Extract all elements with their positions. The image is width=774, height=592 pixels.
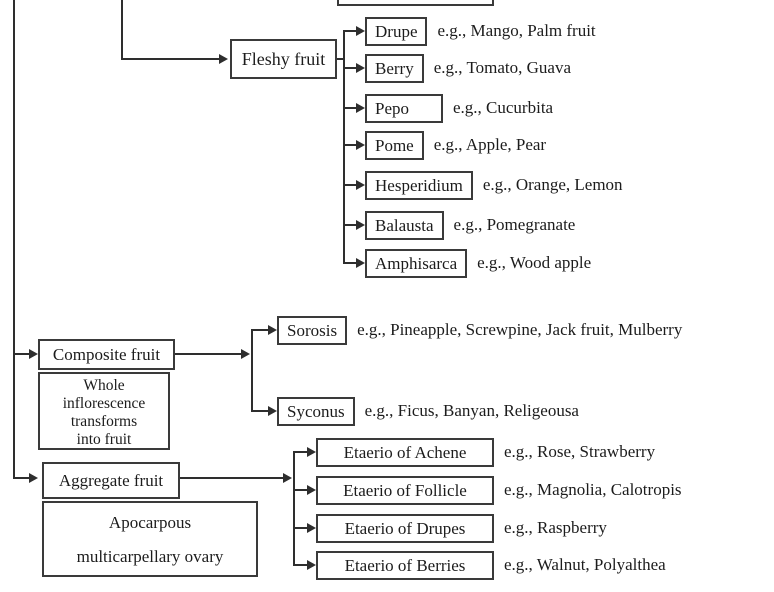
connector-line bbox=[293, 451, 307, 453]
node-syconus: Syconus bbox=[277, 396, 355, 426]
connector-line bbox=[251, 329, 268, 331]
arrow-right-icon bbox=[307, 485, 316, 495]
row-sorosis: Sorosis e.g., Pineapple, Screwpine, Jack… bbox=[251, 315, 682, 345]
row-syconus: Syconus e.g., Ficus, Banyan, Religeousa bbox=[251, 396, 579, 426]
arrow-right-icon bbox=[307, 447, 316, 457]
connector-line bbox=[293, 527, 307, 529]
examples-pome: e.g., Apple, Pear bbox=[433, 135, 547, 154]
composite-arrow-icon bbox=[29, 349, 38, 359]
row-etaerio-follicle: Etaerio of Follicle e.g., Magnolia, Calo… bbox=[293, 475, 682, 505]
composite-branch-arrow-icon bbox=[241, 349, 250, 359]
arrow-right-icon bbox=[356, 180, 365, 190]
row-drupe: Drupe e.g., Mango, Palm fruit bbox=[343, 16, 596, 46]
aggregate-branch-arrow-icon bbox=[283, 473, 292, 483]
node-etaerio-achene: Etaerio of Achene bbox=[316, 437, 494, 467]
fleshy-branch-stub bbox=[337, 58, 343, 60]
node-berry: Berry bbox=[365, 53, 424, 83]
fleshy-arrow-icon bbox=[219, 54, 228, 64]
connector-line bbox=[343, 144, 356, 146]
node-pome: Pome bbox=[365, 130, 424, 160]
composite-note-line: inflorescence bbox=[62, 395, 146, 412]
node-pepo: Pepo bbox=[365, 93, 443, 123]
row-etaerio-drupes: Etaerio of Drupes e.g., Raspberry bbox=[293, 513, 607, 543]
aggregate-arrow-shaft bbox=[13, 477, 30, 479]
row-amphisarca: Amphisarca e.g., Wood apple bbox=[343, 248, 591, 278]
examples-drupe: e.g., Mango, Palm fruit bbox=[437, 21, 596, 40]
trunk-line bbox=[13, 0, 15, 479]
composite-arrow-shaft bbox=[13, 353, 30, 355]
node-composite-fruit: Composite fruit bbox=[38, 339, 175, 370]
examples-hesperidium: e.g., Orange, Lemon bbox=[482, 175, 623, 194]
connector-line bbox=[343, 224, 356, 226]
arrow-right-icon bbox=[356, 220, 365, 230]
row-pepo: Pepo e.g., Cucurbita bbox=[343, 93, 553, 123]
aggregate-note-line: multicarpellary ovary bbox=[76, 547, 224, 566]
examples-etaerio-achene: e.g., Rose, Strawberry bbox=[504, 442, 656, 461]
aggregate-branch-line bbox=[293, 452, 295, 566]
examples-etaerio-follicle: e.g., Magnolia, Calotropis bbox=[504, 480, 682, 499]
examples-etaerio-drupes: e.g., Raspberry bbox=[504, 518, 607, 537]
node-balausta: Balausta bbox=[365, 210, 444, 240]
row-hesperidium: Hesperidium e.g., Orange, Lemon bbox=[343, 170, 623, 200]
composite-note-box: Whole inflorescence transforms into frui… bbox=[38, 372, 170, 450]
composite-branch-shaft bbox=[175, 353, 241, 355]
connector-line bbox=[343, 184, 356, 186]
examples-syconus: e.g., Ficus, Banyan, Religeousa bbox=[364, 401, 579, 420]
composite-note-line: into fruit bbox=[76, 431, 132, 448]
aggregate-note-line: Apocarpous bbox=[108, 513, 192, 532]
fleshy-arrow-shaft bbox=[121, 58, 219, 60]
fleshy-branch-line bbox=[343, 31, 345, 264]
row-etaerio-achene: Etaerio of Achene e.g., Rose, Strawberry bbox=[293, 437, 655, 467]
arrow-right-icon bbox=[356, 63, 365, 73]
composite-branch-line bbox=[251, 330, 253, 412]
aggregate-arrow-icon bbox=[29, 473, 38, 483]
node-etaerio-berries: Etaerio of Berries bbox=[316, 550, 494, 580]
row-etaerio-berries: Etaerio of Berries e.g., Walnut, Polyalt… bbox=[293, 550, 666, 580]
composite-note-line: Whole bbox=[83, 377, 125, 394]
arrow-right-icon bbox=[307, 560, 316, 570]
examples-sorosis: e.g., Pineapple, Screwpine, Jack fruit, … bbox=[357, 320, 683, 339]
arrow-right-icon bbox=[356, 258, 365, 268]
examples-amphisarca: e.g., Wood apple bbox=[477, 253, 592, 272]
aggregate-note-box: Apocarpous multicarpellary ovary bbox=[42, 501, 258, 577]
connector-line bbox=[293, 489, 307, 491]
connector-line bbox=[343, 107, 356, 109]
composite-fruit-label: Composite fruit bbox=[52, 344, 161, 364]
node-aggregate-fruit: Aggregate fruit bbox=[42, 462, 180, 499]
arrow-right-icon bbox=[268, 325, 277, 335]
connector-line bbox=[343, 67, 356, 69]
node-drupe: Drupe bbox=[365, 16, 428, 46]
arrow-right-icon bbox=[268, 406, 277, 416]
arrow-right-icon bbox=[307, 523, 316, 533]
aggregate-fruit-label: Aggregate fruit bbox=[58, 470, 164, 490]
connector-line bbox=[251, 410, 268, 412]
examples-etaerio-berries: e.g., Walnut, Polyalthea bbox=[504, 555, 666, 574]
node-sorosis: Sorosis bbox=[277, 315, 348, 345]
connector-line bbox=[343, 30, 356, 32]
row-berry: Berry e.g., Tomato, Guava bbox=[343, 53, 571, 83]
node-etaerio-follicle: Etaerio of Follicle bbox=[316, 475, 494, 505]
arrow-right-icon bbox=[356, 140, 365, 150]
arrow-right-icon bbox=[356, 103, 365, 113]
connector-line bbox=[343, 262, 356, 264]
row-pome: Pome e.g., Apple, Pear bbox=[343, 130, 546, 160]
fleshy-fruit-label: Fleshy fruit bbox=[241, 48, 326, 69]
fleshy-parent-line bbox=[121, 0, 123, 60]
aggregate-branch-shaft bbox=[180, 477, 283, 479]
node-etaerio-drupes: Etaerio of Drupes bbox=[316, 513, 494, 543]
node-amphisarca: Amphisarca bbox=[365, 248, 468, 278]
node-hesperidium: Hesperidium bbox=[365, 170, 473, 200]
examples-berry: e.g., Tomato, Guava bbox=[433, 58, 572, 77]
composite-note-line: transforms bbox=[70, 413, 138, 430]
truncated-top-box bbox=[337, 0, 494, 6]
examples-balausta: e.g., Pomegranate bbox=[453, 215, 576, 234]
row-balausta: Balausta e.g., Pomegranate bbox=[343, 210, 575, 240]
arrow-right-icon bbox=[356, 26, 365, 36]
examples-pepo: e.g., Cucurbita bbox=[453, 98, 554, 117]
node-fleshy-fruit: Fleshy fruit bbox=[230, 39, 337, 79]
connector-line bbox=[293, 564, 307, 566]
